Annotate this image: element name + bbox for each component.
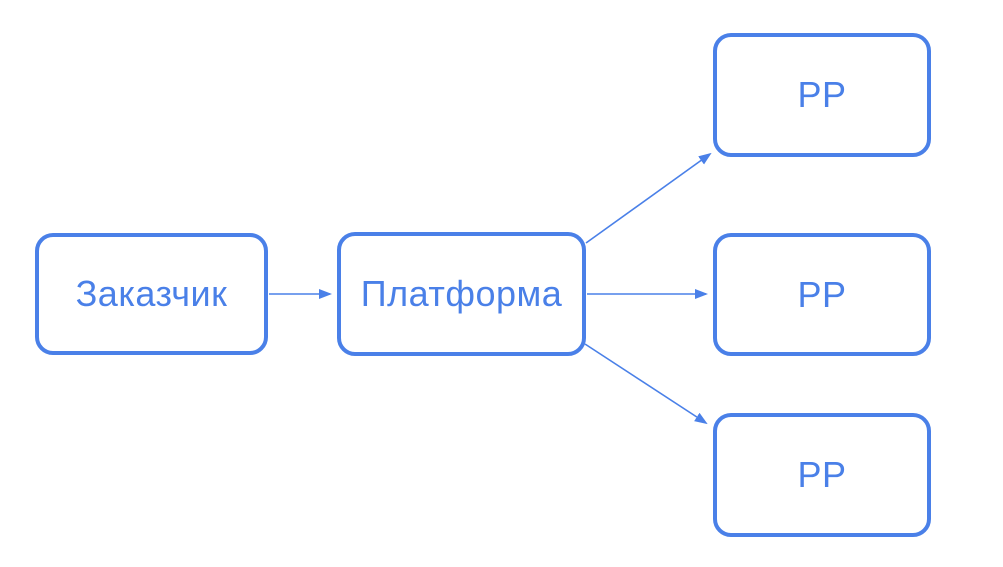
node-customer-label: Заказчик	[75, 273, 228, 314]
node-pp-middle-label: РР	[797, 273, 847, 315]
node-pp-bottom[interactable]: РР	[713, 413, 931, 537]
node-customer[interactable]: Заказчик	[35, 233, 268, 355]
node-pp-top[interactable]: РР	[713, 33, 931, 157]
node-pp-bottom-label: РР	[797, 454, 847, 495]
node-pp-top-label: РР	[797, 74, 847, 115]
edge-platform-to-pp-top[interactable]	[585, 152, 712, 244]
edge-platform-to-pp-bottom[interactable]	[584, 343, 708, 425]
node-platform[interactable]: Платформа	[337, 232, 586, 356]
node-platform-label: Платформа	[360, 273, 563, 314]
node-pp-middle[interactable]: РР	[713, 233, 931, 356]
